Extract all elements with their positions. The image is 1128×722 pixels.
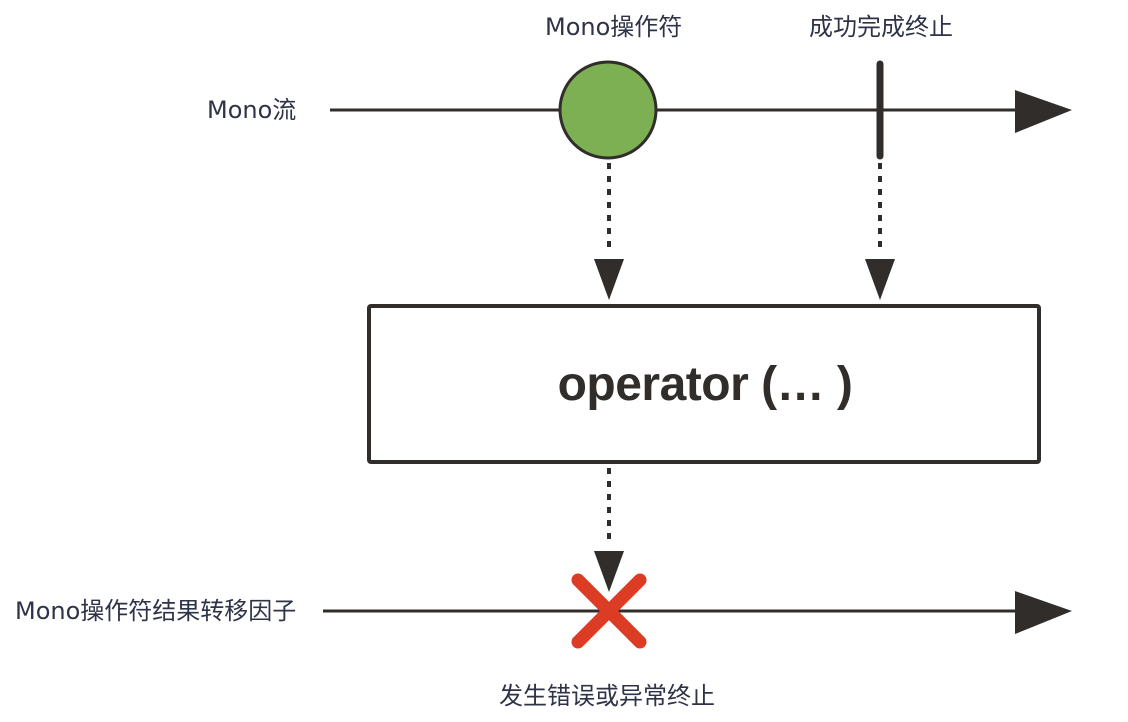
source-timeline-arrowhead-icon <box>1015 90 1072 133</box>
success-complete-label: 成功完成终止 <box>809 13 953 41</box>
item-to-operator-arrowhead-icon <box>594 259 624 300</box>
error-x-icon <box>571 573 647 649</box>
emitted-item-icon <box>558 60 658 160</box>
mono-stream-label: Mono流 <box>207 96 297 124</box>
result-stream-label: Mono操作符结果转移因子 <box>15 597 297 625</box>
error-terminate-label: 发生错误或异常终止 <box>499 682 715 710</box>
result-timeline-arrowhead-icon <box>1015 591 1072 634</box>
mono-operator-label: Mono操作符 <box>545 13 683 41</box>
operator-label: operator (… ) <box>557 357 853 411</box>
operator-box <box>367 304 1041 464</box>
completion-to-operator-arrowhead-icon <box>865 259 895 300</box>
operator-to-result-arrowhead-icon <box>594 551 624 592</box>
